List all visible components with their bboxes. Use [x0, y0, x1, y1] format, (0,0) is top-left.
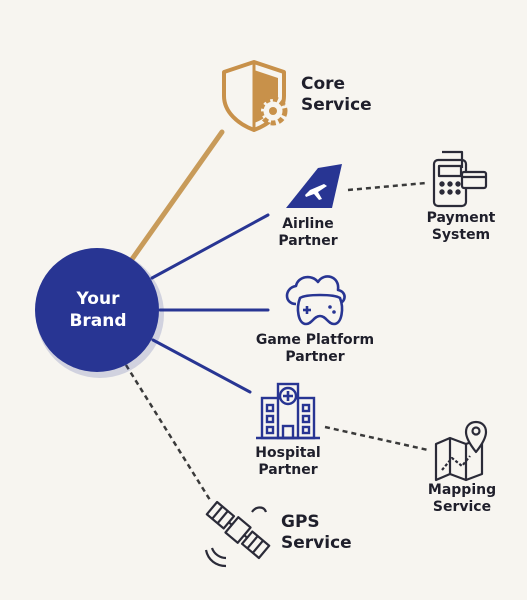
payment-system-line1: Payment: [426, 210, 496, 226]
payment-connector: [347, 181, 427, 192]
core-service-line1: Core: [301, 74, 346, 94]
core-connector: [127, 129, 225, 265]
payment-system-label: Payment System: [420, 210, 502, 244]
mapping-service-line2: Service: [432, 499, 492, 515]
hospital-partner-label: Hospital Partner: [246, 445, 330, 479]
hospital-building-icon: [256, 382, 320, 440]
hub-circle: [35, 248, 159, 372]
card-terminal-icon: [432, 150, 488, 208]
airline-connector: [150, 213, 270, 280]
hospital-partner-line1: Hospital: [255, 445, 321, 461]
hub-label-line1: Your: [76, 289, 120, 309]
mapping-service-label: Mapping Service: [420, 482, 504, 516]
airline-partner-line1: Airline: [282, 216, 334, 232]
cloud-gamepad-icon: [285, 275, 346, 326]
payment-system-line2: System: [431, 227, 491, 243]
mapping-service-line1: Mapping: [427, 482, 497, 498]
satellite-icon: [204, 500, 271, 568]
core-service-label: Core Service: [301, 74, 372, 116]
hub-label: Your Brand: [36, 288, 160, 332]
hub-label-line2: Brand: [69, 311, 127, 331]
mapping-connector: [324, 425, 429, 452]
game-platform-line2: Partner: [285, 349, 345, 365]
game-platform-label: Game Platform Partner: [250, 332, 380, 366]
gps-connector: [124, 364, 212, 501]
game-platform-line1: Game Platform: [255, 332, 375, 348]
hospital-partner-line2: Partner: [258, 462, 318, 478]
hospital-connector: [151, 338, 252, 394]
map-pin-icon: [434, 420, 488, 482]
gps-service-line2: Service: [281, 533, 352, 553]
airline-partner-label: Airline Partner: [268, 216, 348, 250]
shield-gear-icon: [222, 60, 288, 132]
airline-partner-line2: Partner: [278, 233, 338, 249]
core-service-line2: Service: [301, 95, 372, 115]
airplane-tail-icon: [286, 164, 342, 208]
gps-service-label: GPS Service: [281, 512, 352, 554]
gps-service-line1: GPS: [281, 512, 320, 532]
